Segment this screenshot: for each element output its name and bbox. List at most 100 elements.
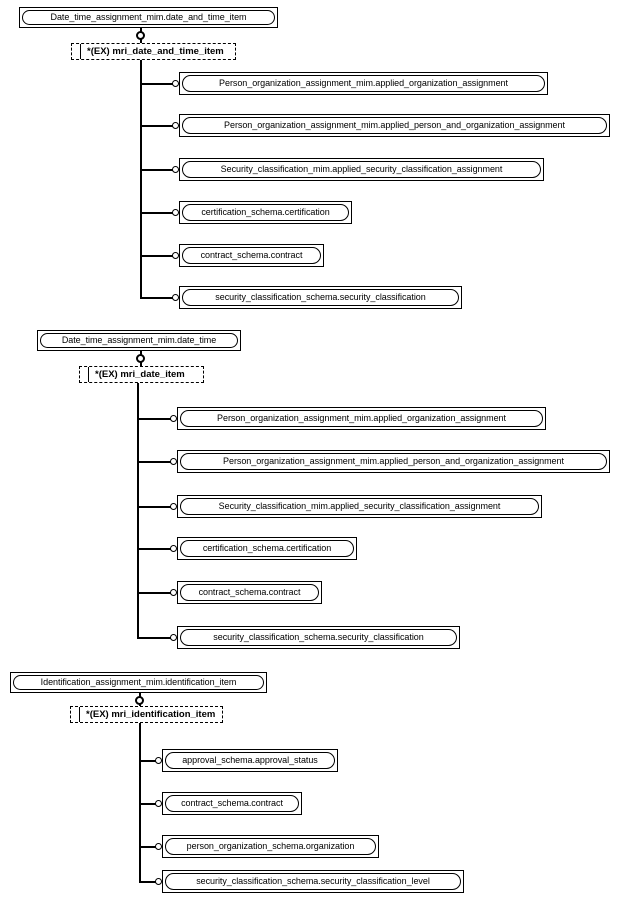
- entity-pill: certification_schema.certification: [182, 204, 349, 221]
- relationship-circle-g1-5: [172, 294, 179, 301]
- relationship-circle-g2-1: [170, 458, 177, 465]
- entity-g2-child-0[interactable]: Person_organization_assignment_mim.appli…: [177, 407, 546, 430]
- entity-label: person_organization_schema.organization: [186, 841, 355, 851]
- trunk-line-group2: [137, 383, 139, 638]
- entity-g2-child-2[interactable]: Security_classification_mim.applied_secu…: [177, 495, 542, 518]
- branch-line-g2-0: [137, 418, 171, 420]
- entity-g1-child-1[interactable]: Person_organization_assignment_mim.appli…: [179, 114, 610, 137]
- ex-tick-icon: [80, 367, 89, 382]
- entity-pill: certification_schema.certification: [180, 540, 354, 557]
- entity-label: contract_schema.contract: [181, 798, 283, 808]
- relationship-circle-g1-3: [172, 209, 179, 216]
- entity-root-group3[interactable]: Identification_assignment_mim.identifica…: [10, 672, 267, 693]
- entity-pill: Person_organization_assignment_mim.appli…: [180, 410, 543, 427]
- entity-g3-child-2[interactable]: person_organization_schema.organization: [162, 835, 379, 858]
- entity-pill: security_classification_schema.security_…: [165, 873, 461, 890]
- relationship-circle-g2-2: [170, 503, 177, 510]
- relationship-circle-g3-3: [155, 878, 162, 885]
- branch-line-g2-2: [137, 506, 171, 508]
- entity-label: contract_schema.contract: [200, 250, 303, 260]
- entity-pill: security_classification_schema.security_…: [180, 629, 457, 646]
- branch-line-g3-1: [139, 803, 156, 805]
- branch-line-g1-0: [140, 83, 173, 85]
- entity-pill: contract_schema.contract: [180, 584, 319, 601]
- branch-line-g2-3: [137, 548, 171, 550]
- branch-line-g1-1: [140, 125, 173, 127]
- entity-g3-child-0[interactable]: approval_schema.approval_status: [162, 749, 338, 772]
- entity-label: Date_time_assignment_mim.date_and_time_i…: [50, 12, 247, 22]
- entity-label: security_classification_schema.security_…: [196, 876, 430, 886]
- entity-g2-child-3[interactable]: certification_schema.certification: [177, 537, 357, 560]
- branch-line-g2-5: [137, 637, 171, 639]
- relationship-circle-g1-0: [172, 80, 179, 87]
- entity-pill: Person_organization_assignment_mim.appli…: [180, 453, 607, 470]
- entity-label: certification_schema.certification: [201, 207, 330, 217]
- entity-g1-child-0[interactable]: Person_organization_assignment_mim.appli…: [179, 72, 548, 95]
- relationship-circle-g2-0: [170, 415, 177, 422]
- relationship-circle-g1-4: [172, 252, 179, 259]
- entity-pill: Security_classification_mim.applied_secu…: [180, 498, 539, 515]
- entity-g2-child-1[interactable]: Person_organization_assignment_mim.appli…: [177, 450, 610, 473]
- entity-pill: approval_schema.approval_status: [165, 752, 335, 769]
- entity-pill: contract_schema.contract: [165, 795, 299, 812]
- relationship-circle-g2-3: [170, 545, 177, 552]
- entity-label: Person_organization_assignment_mim.appli…: [217, 413, 506, 423]
- entity-label: contract_schema.contract: [198, 587, 301, 597]
- entity-g1-child-2[interactable]: Security_classification_mim.applied_secu…: [179, 158, 544, 181]
- relationship-circle-g2-5: [170, 634, 177, 641]
- entity-g3-child-1[interactable]: contract_schema.contract: [162, 792, 302, 815]
- branch-line-g3-3: [139, 881, 156, 883]
- relationship-circle-g1-2: [172, 166, 179, 173]
- branch-line-g3-2: [139, 846, 156, 848]
- root-stem-group1: [140, 28, 142, 33]
- branch-line-g1-3: [140, 212, 173, 214]
- entity-pill: Identification_assignment_mim.identifica…: [13, 675, 264, 690]
- entity-label: security_classification_schema.security_…: [213, 632, 424, 642]
- entity-label: certification_schema.certification: [202, 543, 332, 553]
- relationship-circle-g3-1: [155, 800, 162, 807]
- trunk-line-group3: [139, 723, 141, 881]
- ex-node-group1[interactable]: *(EX) mri_date_and_time_item: [71, 43, 236, 60]
- entity-g2-child-5[interactable]: security_classification_schema.security_…: [177, 626, 460, 649]
- branch-line-g1-5: [140, 297, 173, 299]
- relationship-circle-g3-0: [155, 757, 162, 764]
- entity-g3-child-3[interactable]: security_classification_schema.security_…: [162, 870, 464, 893]
- entity-pill: Date_time_assignment_mim.date_time: [40, 333, 238, 348]
- ex-tick-icon: [72, 44, 81, 59]
- ex-tick-icon: [71, 707, 80, 722]
- relationship-circle-g1-1: [172, 122, 179, 129]
- entity-label: Security_classification_mim.applied_secu…: [218, 501, 501, 511]
- entity-label: Person_organization_assignment_mim.appli…: [223, 456, 564, 466]
- entity-label: Identification_assignment_mim.identifica…: [40, 677, 237, 687]
- ex-node-group2[interactable]: *(EX) mri_date_item: [79, 366, 204, 383]
- entity-label: security_classification_schema.security_…: [215, 292, 426, 302]
- entity-pill: Person_organization_assignment_mim.appli…: [182, 117, 607, 134]
- entity-pill: Date_time_assignment_mim.date_and_time_i…: [22, 10, 275, 25]
- entity-root-group2[interactable]: Date_time_assignment_mim.date_time: [37, 330, 241, 351]
- root-stem2-group2: [140, 362, 142, 367]
- ex-node-group3[interactable]: *(EX) mri_identification_item: [70, 706, 223, 723]
- branch-line-g3-0: [139, 760, 156, 762]
- entity-pill: person_organization_schema.organization: [165, 838, 376, 855]
- branch-line-g1-4: [140, 255, 173, 257]
- entity-g1-child-5[interactable]: security_classification_schema.security_…: [179, 286, 462, 309]
- entity-pill: contract_schema.contract: [182, 247, 321, 264]
- entity-pill: Security_classification_mim.applied_secu…: [182, 161, 541, 178]
- entity-g1-child-4[interactable]: contract_schema.contract: [179, 244, 324, 267]
- trunk-line-group1: [140, 60, 142, 297]
- root-stem-group2: [140, 351, 142, 356]
- entity-g2-child-4[interactable]: contract_schema.contract: [177, 581, 322, 604]
- entity-pill: security_classification_schema.security_…: [182, 289, 459, 306]
- ex-node-label: *(EX) mri_date_item: [95, 368, 185, 380]
- root-stem2-group1: [140, 39, 142, 44]
- branch-line-g1-2: [140, 169, 173, 171]
- entity-g1-child-3[interactable]: certification_schema.certification: [179, 201, 352, 224]
- relationship-circle-g2-4: [170, 589, 177, 596]
- entity-label: Person_organization_assignment_mim.appli…: [224, 120, 565, 130]
- entity-label: Date_time_assignment_mim.date_time: [61, 335, 217, 345]
- entity-label: approval_schema.approval_status: [182, 755, 318, 765]
- entity-root-group1[interactable]: Date_time_assignment_mim.date_and_time_i…: [19, 7, 278, 28]
- entity-label: Security_classification_mim.applied_secu…: [220, 164, 503, 174]
- entity-pill: Person_organization_assignment_mim.appli…: [182, 75, 545, 92]
